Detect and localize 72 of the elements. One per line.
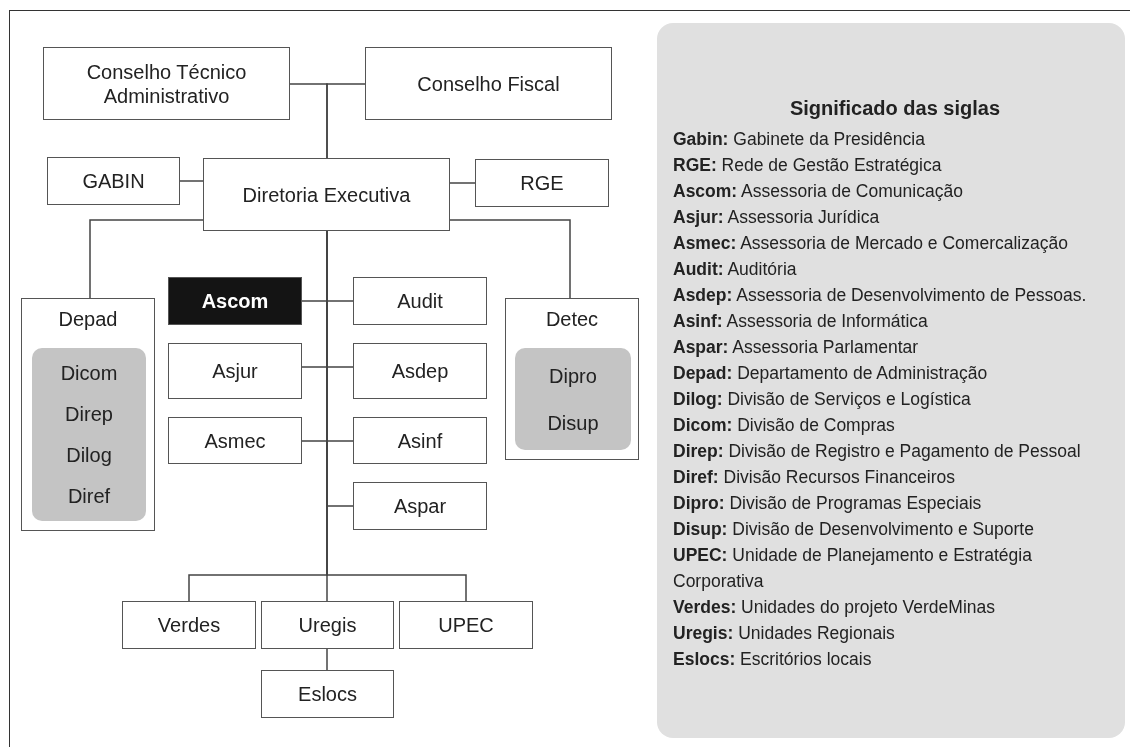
unit-label: Dilog bbox=[66, 443, 112, 468]
org-box bbox=[43, 47, 290, 120]
acronym-definition: Dilog: Divisão de Serviços e Logística bbox=[673, 387, 972, 411]
division-panel bbox=[515, 348, 631, 450]
highlighted-box bbox=[168, 277, 302, 325]
department-box bbox=[21, 298, 155, 531]
org-box bbox=[168, 417, 302, 464]
unit-label: Diref bbox=[67, 484, 111, 509]
org-box bbox=[261, 601, 394, 649]
acronym-definition: Gabin: Gabinete da Presidência bbox=[673, 127, 926, 151]
acronym-definition: Asjur: Assessoria Jurídica bbox=[673, 205, 881, 229]
org-box bbox=[365, 47, 612, 120]
connector-line bbox=[326, 83, 366, 159]
unit-label: Conselho Técnico Administrativo bbox=[85, 59, 248, 108]
acronym-definition: Uregis: Unidades Regionais bbox=[673, 621, 896, 645]
unit-label: RGE bbox=[520, 171, 564, 195]
unit-label: Aspar bbox=[393, 494, 447, 518]
acronym-definition: Dipro: Divisão de Programas Especiais bbox=[673, 491, 983, 515]
acronym-definition: Dicom: Divisão de Compras bbox=[673, 413, 896, 437]
unit-label: Asinf bbox=[397, 428, 443, 453]
acronym-definition: Verdes: Unidades do projeto VerdeMinas bbox=[673, 595, 996, 619]
acronym-definition: Aspar: Assessoria Parlamentar bbox=[673, 335, 920, 359]
department-label: Detec bbox=[545, 307, 599, 331]
unit-label: Verdes bbox=[157, 613, 221, 637]
connector-line bbox=[449, 182, 476, 184]
org-box bbox=[399, 601, 533, 649]
department-label: Depad bbox=[58, 307, 118, 331]
org-box bbox=[203, 158, 450, 231]
acronym-definition: Asinf: Assessoria de Informática bbox=[673, 309, 929, 333]
acronym-definition: Depad: Departamento de Administração bbox=[673, 361, 989, 385]
acronym-definition: Asdep: Assessoria de Desenvolvimento de Pessoas. bbox=[673, 283, 1088, 307]
unit-label: Dicom bbox=[60, 360, 118, 385]
unit-label: Conselho Fiscal bbox=[417, 71, 560, 96]
org-box bbox=[353, 277, 487, 325]
division-panel bbox=[32, 348, 146, 521]
unit-label: Audit bbox=[397, 289, 443, 313]
connector-line bbox=[449, 219, 571, 299]
org-box bbox=[261, 670, 394, 718]
unit-label: Direp bbox=[65, 401, 113, 426]
org-box bbox=[168, 343, 302, 399]
acronym-definition: Audit: Auditória bbox=[673, 257, 798, 281]
unit-label: Asdep bbox=[391, 359, 449, 383]
unit-label: Uregis bbox=[298, 613, 357, 637]
unit-label: Asmec bbox=[204, 428, 266, 453]
org-box bbox=[122, 601, 256, 649]
unit-label: Disup bbox=[547, 410, 599, 435]
panel-heading: Significado das siglas bbox=[788, 95, 1002, 120]
unit-label: Diretoria Executiva bbox=[242, 182, 411, 207]
connector-line bbox=[89, 219, 204, 299]
acronym-definition: Direp: Divisão de Registro e Pagamento de Pessoal bbox=[673, 439, 1082, 463]
acronym-panel bbox=[657, 23, 1125, 738]
acronym-definition: Diref: Divisão Recursos Financeiros bbox=[673, 465, 957, 489]
department-box bbox=[505, 298, 639, 460]
acronym-definition: Eslocs: Escritórios locais bbox=[673, 647, 873, 671]
unit-label: GABIN bbox=[82, 169, 145, 193]
connector-line bbox=[326, 648, 328, 671]
org-box bbox=[475, 159, 609, 207]
acronym-definition: UPEC: Unidade de Planejamento e Estratégia Corporativa bbox=[673, 543, 1033, 593]
org-box bbox=[353, 482, 487, 530]
acronym-definition: Asmec: Assessoria de Mercado e Comercalização bbox=[673, 231, 1069, 255]
org-box bbox=[353, 343, 487, 399]
acronym-definition: Ascom: Assessoria de Comunicação bbox=[673, 179, 964, 203]
unit-label: UPEC bbox=[438, 613, 494, 637]
unit-label: Ascom bbox=[201, 289, 269, 313]
unit-label: Dipro bbox=[549, 363, 597, 388]
unit-label: Asjur bbox=[212, 359, 258, 383]
acronym-definition: Disup: Divisão de Desenvolvimento e Suporte bbox=[673, 517, 1035, 541]
unit-label: Eslocs bbox=[298, 682, 357, 706]
org-box bbox=[353, 417, 487, 464]
connector-line bbox=[179, 180, 204, 182]
acronym-definition: RGE: Rede de Gestão Estratégica bbox=[673, 153, 943, 177]
org-box bbox=[47, 157, 180, 205]
